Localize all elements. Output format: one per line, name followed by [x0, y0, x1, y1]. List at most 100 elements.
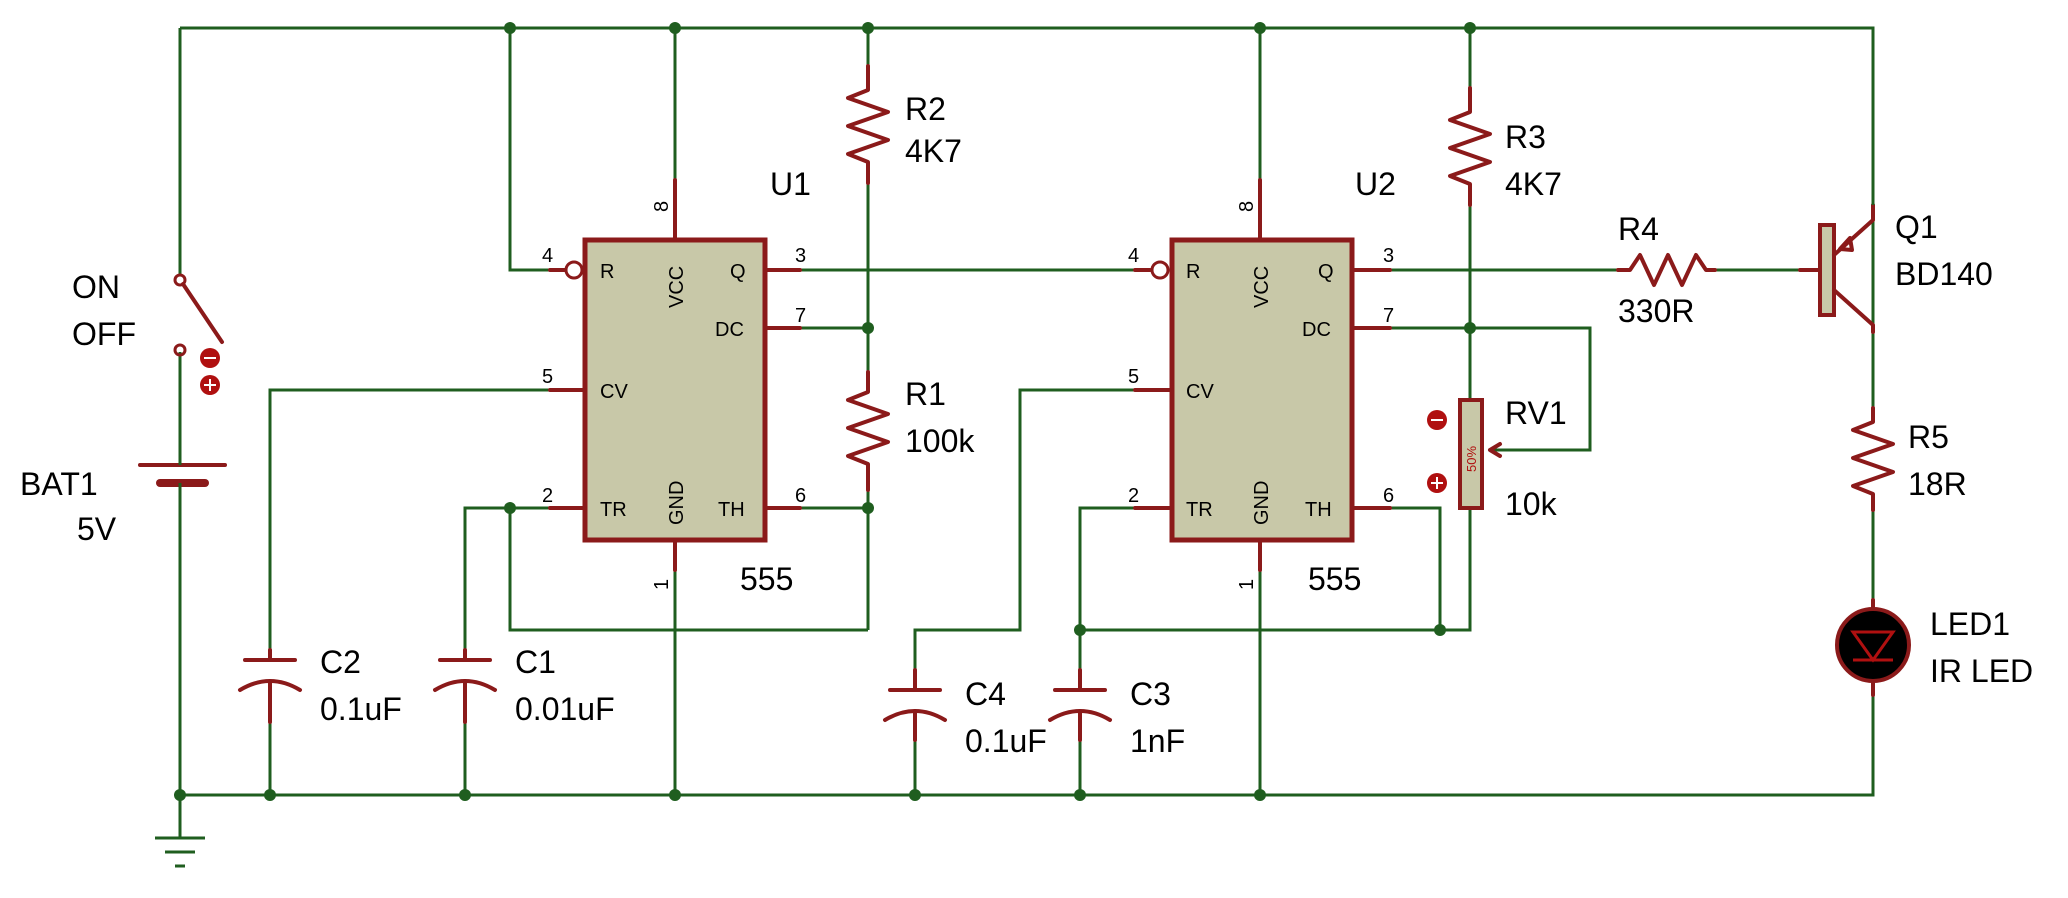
resistor-r4: R4 330R — [1616, 211, 1717, 329]
junction-dot — [174, 789, 186, 801]
switch-off-label: OFF — [72, 316, 136, 352]
c4-value: 0.1uF — [965, 723, 1047, 759]
rv1-value: 10k — [1505, 486, 1558, 522]
u1-name: U1 — [770, 166, 811, 202]
r3-name: R3 — [1505, 119, 1546, 155]
junction-dot — [264, 789, 276, 801]
u2-pinname-dc: DC — [1302, 319, 1331, 341]
u2-pinname-cv: CV — [1186, 381, 1214, 403]
ground-symbol — [155, 836, 205, 868]
r1-name: R1 — [905, 376, 946, 412]
u1-pinname-q: Q — [730, 261, 746, 283]
c3-value: 1nF — [1130, 723, 1185, 759]
r2-name: R2 — [905, 91, 946, 127]
junction-dot — [1464, 322, 1476, 334]
battery-value: 5V — [77, 511, 117, 547]
u2-pin-6: 6 — [1383, 485, 1394, 507]
junction-dot — [669, 22, 681, 34]
capacitor-c3: C3 1nF — [1048, 668, 1185, 759]
ic-u1: 4 5 2 3 7 6 8 1 R CV TR Q DC TH VCC GND … — [542, 166, 811, 597]
r5-value: 18R — [1908, 466, 1967, 502]
c2-value: 0.1uF — [320, 691, 402, 727]
c1-name: C1 — [515, 644, 556, 680]
r2-value: 4K7 — [905, 133, 962, 169]
u2-pin-8: 8 — [1236, 201, 1258, 212]
u1-pinname-r: R — [600, 261, 614, 283]
u1-pin-7: 7 — [795, 305, 806, 327]
transistor-q1: Q1 BD140 — [1798, 28, 1993, 334]
u2-pinname-tr: TR — [1186, 499, 1213, 521]
c3-name: C3 — [1130, 676, 1171, 712]
resistor-r5: R5 18R — [1851, 406, 1967, 512]
u2-pinname-th: TH — [1305, 499, 1332, 521]
junction-dot — [1074, 624, 1086, 636]
junction-dot — [1434, 624, 1446, 636]
junction-dot — [862, 322, 874, 334]
u2-pin-1: 1 — [1236, 579, 1258, 590]
rv1-name: RV1 — [1505, 395, 1567, 431]
u1-pin-5: 5 — [542, 366, 553, 388]
r3-value: 4K7 — [1505, 166, 1562, 202]
junction-dot — [862, 22, 874, 34]
u1-pin-8: 8 — [651, 201, 673, 212]
power-switch: ON OFF — [72, 269, 224, 395]
q1-value: BD140 — [1895, 256, 1993, 292]
junction-dot — [909, 789, 921, 801]
resistor-r2: R2 4K7 — [846, 64, 962, 185]
battery-bat1: BAT1 5V — [20, 442, 227, 547]
junction-dot — [504, 502, 516, 514]
c1-value: 0.01uF — [515, 691, 615, 727]
junctions — [174, 22, 1476, 801]
u1-pinname-gnd: GND — [666, 481, 688, 525]
r4-value: 330R — [1618, 293, 1695, 329]
u2-pin-5: 5 — [1128, 366, 1139, 388]
u2-pin-4: 4 — [1128, 245, 1139, 267]
junction-dot — [1464, 22, 1476, 34]
c2-name: C2 — [320, 644, 361, 680]
capacitor-c4: C4 0.1uF — [883, 668, 1047, 759]
led1-value: IR LED — [1930, 653, 2033, 689]
junction-dot — [862, 502, 874, 514]
u2-name: U2 — [1355, 166, 1396, 202]
resistor-r1: R1 100k — [846, 370, 975, 492]
u2-pin-7: 7 — [1383, 305, 1394, 327]
capacitor-c1: C1 0.01uF — [433, 644, 615, 727]
junction-dot — [1254, 789, 1266, 801]
u2-pin-2: 2 — [1128, 485, 1139, 507]
u2-pinname-vcc: VCC — [1251, 266, 1273, 308]
junction-dot — [1074, 789, 1086, 801]
u2-pinname-r: R — [1186, 261, 1200, 283]
u1-type: 555 — [740, 561, 793, 597]
switch-on-label: ON — [72, 269, 120, 305]
r4-name: R4 — [1618, 211, 1659, 247]
u2-pin-3: 3 — [1383, 245, 1394, 267]
u2-type: 555 — [1308, 561, 1361, 597]
r1-value: 100k — [905, 423, 975, 459]
q1-name: Q1 — [1895, 209, 1938, 245]
junction-dot — [504, 22, 516, 34]
battery-name: BAT1 — [20, 466, 98, 502]
wires — [178, 26, 1875, 838]
u2-pinname-q: Q — [1318, 261, 1334, 283]
potentiometer-rv1: 50% RV1 10k — [1427, 395, 1567, 522]
rv1-setting: 50% — [1464, 446, 1479, 472]
u1-pinname-vcc: VCC — [666, 266, 688, 308]
led1-name: LED1 — [1930, 606, 2010, 642]
junction-dot — [459, 789, 471, 801]
u1-pinname-dc: DC — [715, 319, 744, 341]
u1-pinname-cv: CV — [600, 381, 628, 403]
junction-dot — [669, 789, 681, 801]
capacitor-c2: C2 0.1uF — [238, 644, 402, 727]
u1-pin-1: 1 — [651, 579, 673, 590]
led-led1: LED1 IR LED — [1835, 598, 2033, 697]
u1-pinname-th: TH — [718, 499, 745, 521]
u1-pin-6: 6 — [795, 485, 806, 507]
u1-pin-2: 2 — [542, 485, 553, 507]
r5-name: R5 — [1908, 419, 1949, 455]
c4-name: C4 — [965, 676, 1006, 712]
u1-pin-4: 4 — [542, 245, 553, 267]
ic-u2: 4 5 2 3 7 6 8 1 R CV TR Q DC TH VCC GND … — [1128, 166, 1396, 597]
resistor-r3: R3 4K7 — [1448, 86, 1562, 207]
u2-pinname-gnd: GND — [1251, 481, 1273, 525]
